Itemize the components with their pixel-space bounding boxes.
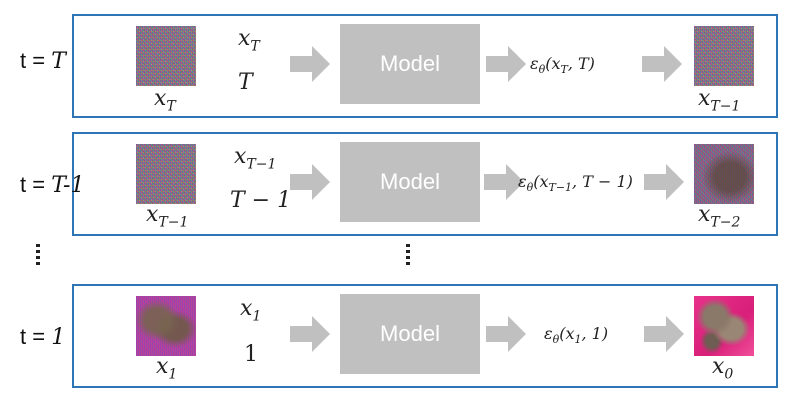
step-row-T: t = T xT xT T Model εθ(xT, T) xT−1 [0,0,800,120]
label-var: x [154,86,167,111]
right-arrow-icon [642,46,682,82]
right-arrow-icon [290,46,330,82]
label-sub: 1 [168,366,178,383]
eps-sub: θ [538,63,546,77]
row-frame [72,14,778,118]
input-sub: T [250,38,260,55]
output-image-clean [694,296,754,356]
label-var: x [712,354,725,379]
vertical-ellipsis-center [406,244,410,268]
label-sub: T−1 [710,98,741,115]
step-row-1: t = 1 x1 x1 1 Model εθ(x1, 1) x0 [0,270,800,390]
label-sub: 0 [724,366,734,383]
right-arrow-icon [290,316,330,352]
vertical-ellipsis-left [36,244,40,268]
right-arrow-icon [644,164,684,200]
label-var: x [156,354,169,379]
eps-symbol: ε [544,324,553,343]
right-arrow-icon [290,164,330,200]
right-arrow-icon [486,316,526,352]
input-sub: 1 [252,308,262,325]
t-equals: t = [20,48,52,73]
input-image-label: xT [154,86,176,114]
noise-prediction: εθ(x1, 1) [544,324,608,346]
eps-args-tail: , 1) [581,324,609,343]
eps-symbol: ε [518,172,527,191]
output-image-label: x0 [712,354,733,382]
timestep-label: t = T [20,48,66,74]
eps-sub: θ [526,181,534,195]
eps-args-tail: , T) [567,54,595,73]
right-arrow-icon [484,164,524,200]
input-image-noisy [136,144,196,204]
label-sub: T [166,98,176,115]
label-var: x [698,86,711,111]
output-image-noisy [694,26,754,86]
label-sub: T−2 [710,214,741,231]
input-image-low-noise [136,296,196,356]
eps-args-sub: 1 [574,333,582,347]
eps-sub: θ [552,333,560,347]
input-sub: T−1 [246,156,277,173]
output-image-label: xT−2 [698,202,740,230]
noise-prediction: εθ(xT−1, T − 1) [518,172,633,194]
eps-args-sub: T [560,63,568,77]
label-sub: T−1 [158,214,189,231]
model-input-x: xT [238,26,260,54]
input-var: x [240,296,253,321]
model-box: Model [340,24,480,104]
row-frame [72,284,778,388]
timestep-label: t = 1 [20,324,65,350]
output-image-partially-denoised [694,144,754,204]
model-input-x: xT−1 [234,144,276,172]
eps-args: (x [545,54,561,73]
right-arrow-icon [486,46,526,82]
input-var: x [234,144,247,169]
noise-prediction: εθ(xT, T) [530,54,595,76]
timestep-label: t = T-1 [20,172,84,198]
right-arrow-icon [644,316,684,352]
output-image-label: xT−1 [698,86,740,114]
t-equals: t = [20,324,52,349]
row-frame [72,132,778,236]
model-box: Model [340,294,480,374]
eps-args: (x [559,324,575,343]
eps-args: (x [533,172,549,191]
model-input-x: x1 [240,296,261,324]
t-value: T [51,49,66,74]
label-var: x [698,202,711,227]
eps-args-tail: , T − 1) [572,172,633,191]
input-image-label: xT−1 [146,202,188,230]
t-value: 1 [51,325,66,350]
model-input-t: 1 [244,342,258,367]
model-input-t: T − 1 [230,188,292,213]
input-image-label: x1 [156,354,177,382]
eps-args-sub: T−1 [548,181,573,195]
label-var: x [146,202,159,227]
input-var: x [238,26,251,51]
eps-symbol: ε [530,54,539,73]
step-row-T-1: t = T-1 xT−1 xT−1 T − 1 Model εθ(xT−1, T… [0,118,800,238]
model-box: Model [340,142,480,222]
t-equals: t = [20,172,52,197]
t-value: T-1 [51,173,85,198]
input-image-noisy [136,26,196,86]
model-input-t: T [238,70,253,95]
